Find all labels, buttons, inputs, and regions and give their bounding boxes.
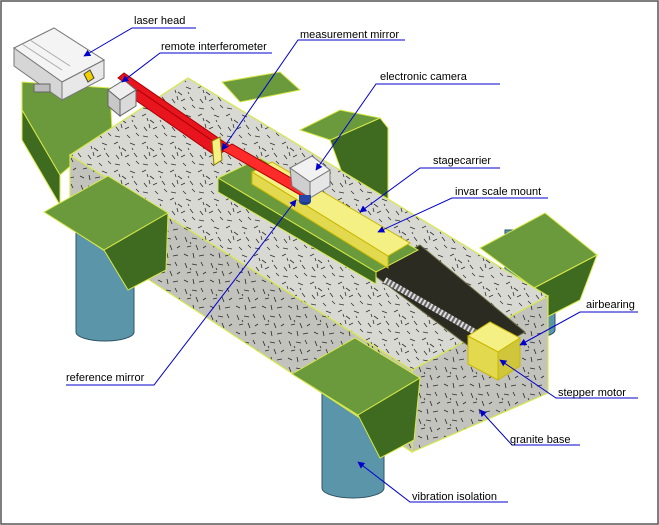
electronic-camera [289,155,331,205]
label-remote-interferometer: remote interferometer [161,41,267,53]
left-support [43,175,169,291]
label-stagecarrier: stagecarrier [433,155,491,167]
label-stepper-motor: stepper motor [558,387,626,399]
label-reference-mirror: reference mirror [66,372,145,384]
right-support [479,212,598,319]
measurement-mirror [211,136,223,166]
laser-head [13,27,105,101]
leader-lines [66,27,638,503]
label-granite-base: granite base [510,434,571,446]
label-vibration-isolation: vibration isolation [412,491,497,503]
lead-screw [383,277,482,338]
label-laser-head: laser head [134,15,185,27]
front-support [291,337,421,459]
label-airbearing: airbearing [586,299,635,311]
label-electronic-camera: electronic camera [380,71,468,83]
remote-interferometer [107,79,137,118]
label-invar-scale-mount: invar scale mount [455,186,541,198]
label-measurement-mirror: measurement mirror [300,29,399,41]
